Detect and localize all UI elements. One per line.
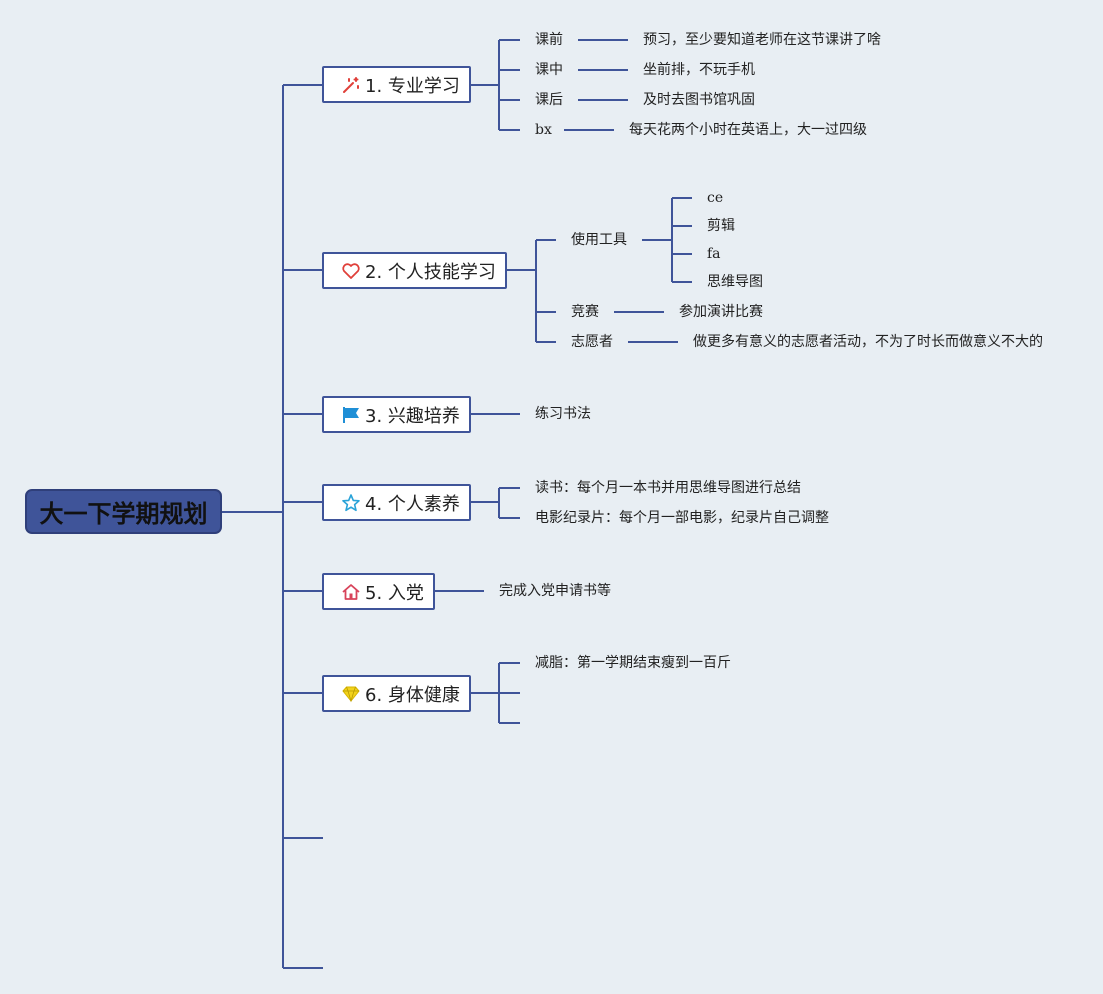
topic-films[interactable]: 电影纪录片：每个月一部电影，纪录片自己调整 bbox=[535, 510, 829, 526]
topic-reading[interactable]: 读书：每个月一本书并用思维导图进行总结 bbox=[535, 480, 801, 496]
branch-title: 4. 个人素养 bbox=[365, 493, 460, 515]
topic-tool-mindmap[interactable]: 思维导图 bbox=[707, 274, 763, 290]
branch-health[interactable]: 6. 身体健康 bbox=[322, 675, 471, 712]
branch-title: 2. 个人技能学习 bbox=[365, 261, 496, 283]
branch-title: 5. 入党 bbox=[365, 582, 424, 604]
topic-calligraphy[interactable]: 练习书法 bbox=[535, 406, 591, 422]
topic-tool-fa[interactable]: fa bbox=[707, 246, 721, 262]
topic-competition[interactable]: 竞赛 bbox=[571, 304, 599, 320]
topic-party-application[interactable]: 完成入党申请书等 bbox=[499, 583, 611, 599]
branch-personal-quality[interactable]: 4. 个人素养 bbox=[322, 484, 471, 521]
topic-fat-loss[interactable]: 减脂：第一学期结束瘦到一百斤 bbox=[535, 655, 731, 671]
magic-wand-icon bbox=[341, 75, 361, 95]
heart-icon bbox=[341, 261, 361, 281]
topic-after-class[interactable]: 课后 bbox=[535, 92, 563, 108]
topic-tool-editing[interactable]: 剪辑 bbox=[707, 218, 735, 234]
branch-title: 6. 身体健康 bbox=[365, 684, 460, 706]
branch-title: 1. 专业学习 bbox=[365, 75, 460, 97]
branch-interest[interactable]: 3. 兴趣培养 bbox=[322, 396, 471, 433]
topic-volunteer-detail[interactable]: 做更多有意义的志愿者活动，不为了时长而做意义不大的 bbox=[693, 334, 1043, 350]
star-icon bbox=[341, 493, 361, 513]
branch-title: 3. 兴趣培养 bbox=[365, 405, 460, 427]
branch-professional-study[interactable]: 1. 专业学习 bbox=[322, 66, 471, 103]
root-title: 大一下学期规划 bbox=[39, 500, 208, 528]
topic-bx[interactable]: bx bbox=[535, 122, 552, 138]
branch-party[interactable]: 5. 入党 bbox=[322, 573, 435, 610]
house-icon bbox=[341, 582, 361, 602]
branch-personal-skills[interactable]: 2. 个人技能学习 bbox=[322, 252, 507, 289]
topic-before-class-detail[interactable]: 预习，至少要知道老师在这节课讲了啥 bbox=[643, 32, 881, 48]
topic-volunteer[interactable]: 志愿者 bbox=[571, 334, 613, 350]
topic-tools[interactable]: 使用工具 bbox=[571, 232, 627, 248]
diamond-icon bbox=[341, 684, 361, 704]
topic-in-class-detail[interactable]: 坐前排，不玩手机 bbox=[643, 62, 755, 78]
topic-competition-detail[interactable]: 参加演讲比赛 bbox=[679, 304, 763, 320]
topic-after-class-detail[interactable]: 及时去图书馆巩固 bbox=[643, 92, 755, 108]
topic-in-class[interactable]: 课中 bbox=[535, 62, 563, 78]
topic-tool-ce[interactable]: ce bbox=[707, 190, 724, 206]
flag-icon bbox=[341, 405, 361, 425]
topic-before-class[interactable]: 课前 bbox=[535, 32, 563, 48]
root-topic[interactable]: 大一下学期规划 bbox=[25, 489, 222, 534]
topic-bx-detail[interactable]: 每天花两个小时在英语上，大一过四级 bbox=[629, 122, 867, 138]
